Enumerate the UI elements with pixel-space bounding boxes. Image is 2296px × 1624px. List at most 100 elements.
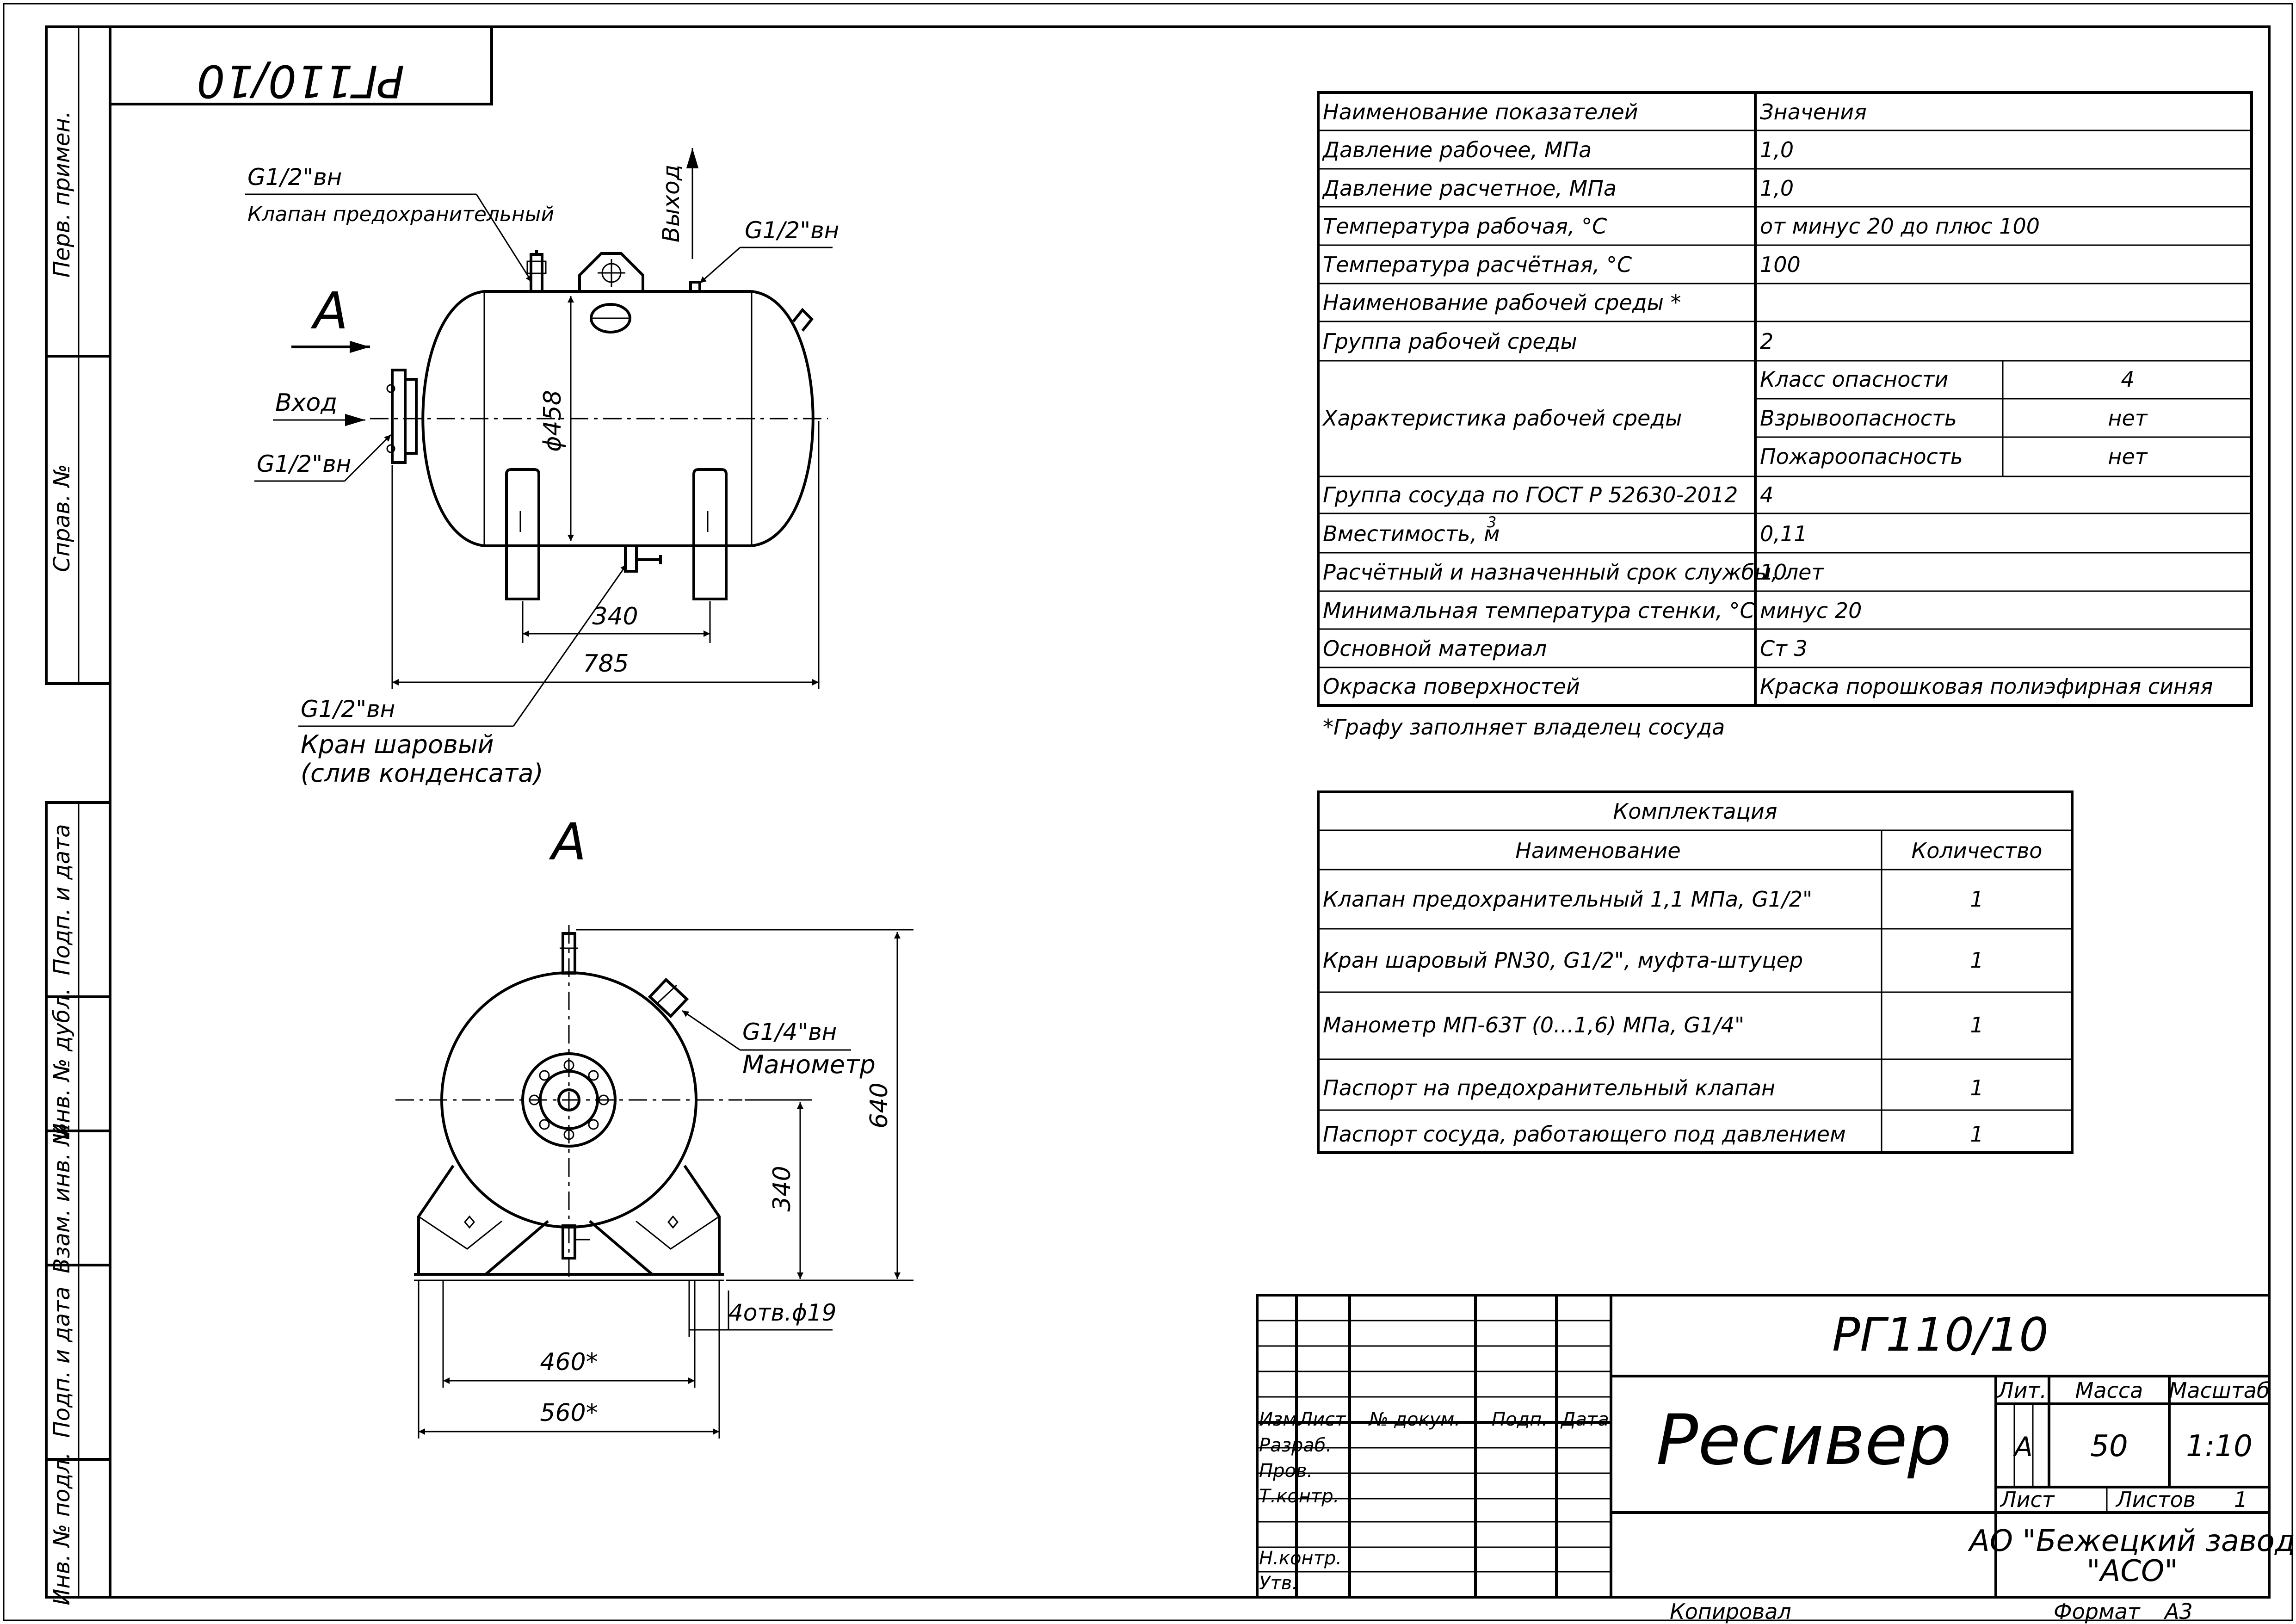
spec-row-name: Группа сосуда по ГОСТ Р 52630-2012 [1323,482,1738,507]
tb-role-prov: Пров. [1259,1460,1313,1482]
side-label-sprav-no: Справ. № [49,464,75,572]
spec-row-value: 1,0 [1760,137,1794,162]
tb-copied: Копировал [1670,1599,1791,1624]
tb-designation: РГ110/10 [1832,1308,2049,1362]
spec-row-value: минус 20 [1760,598,1862,623]
drain-thread: G1/2"вн [301,696,395,722]
spec-footnote: *Графу заполняет владелец сосуда [1323,715,1725,740]
drain-callout [298,564,628,727]
spec-row-value: Ст 3 [1760,636,1808,661]
spec-row-value: 4 [1760,482,1773,507]
spec-row-name: Основной материал [1323,636,1547,661]
spec-char-sub-value: нет [2108,444,2148,469]
vessel-shell [370,290,828,547]
inlet-label: Вход [275,389,337,417]
tb-lit-value: А [2012,1431,2033,1463]
kit-item-name: Паспорт на предохранительный клапан [1323,1075,1775,1100]
side-label-inv-podl: Инв. № подл. [49,1452,75,1605]
inlet-flange-front [521,1052,617,1148]
safety-valve-callout [245,193,533,283]
nameplate [590,303,631,333]
title-block: Изм. Лист № докум. Подп. Дата Разраб. Пр… [1256,1294,2295,1599]
side-column-labels: Перв. примен. Справ. № Подп. и дата Инв.… [49,111,75,1605]
base-width-label: 560* [540,1399,598,1427]
gauge-thread: G1/4"вн [742,1019,837,1045]
spec-row-name: Окраска поверхностей [1323,674,1580,699]
tb-mass-value: 50 [2090,1429,2128,1463]
axis-height-label: 340 [768,1166,796,1211]
gauge-nozzle-side [792,308,814,332]
corner-designation: РГ110/10 [197,55,404,107]
hole-spacing-dimension [442,1280,696,1388]
kit-col-name: Наименование [1515,838,1680,863]
holes-label: 4отв.ϕ19 [728,1299,837,1326]
tb-org-line2: "АСО" [2086,1554,2178,1588]
spec-row-name: Группа рабочей среды [1323,329,1577,354]
tb-col-list: Лист [1298,1409,1346,1430]
end-view: А [395,812,913,1439]
kit-item-qty: 1 [1970,1075,1983,1100]
axis-height-dimension [745,1099,812,1279]
spec-row-name: Температура рабочая, °С [1323,214,1607,239]
spec-row-name: Давление расчетное, МПа [1322,176,1617,201]
right-support [692,468,728,600]
spec-row-name: Давление рабочее, МПа [1322,137,1592,162]
spec-row-value: 10 [1760,560,1787,585]
side-view: ϕ458 340 785 G1/2"вн Клапан предохраните… [245,148,839,788]
tb-sheet-label: Лист [2000,1487,2055,1512]
left-support [505,468,540,600]
tb-role-utv: Утв. [1259,1573,1298,1594]
inlet-thread-callout [254,434,392,482]
kit-title: Комплектация [1613,799,1778,824]
tb-role-nkontr: Н.контр. [1259,1548,1342,1569]
spec-header-name: Наименование показателей [1323,99,1638,124]
tb-scale-value: 1:10 [2186,1429,2253,1463]
view-a-marker: А [310,281,348,340]
tb-col-doc: № докум. [1368,1409,1460,1430]
overall-length-dimension [391,421,820,689]
kit-item-qty: 1 [1970,948,1983,973]
drain-valve-front [562,1224,590,1260]
tb-col-izm: Изм. [1259,1409,1302,1430]
side-label-podp-data-2: Подп. и дата [49,1287,75,1438]
spec-row-value: 1,0 [1760,176,1794,201]
spec-row-value: Краска порошковая полиэфирная синяя [1760,674,2213,699]
tb-col-date: Дата [1560,1409,1609,1430]
drain-valve [624,544,662,573]
side-label-inv-dubl: Инв. № дубл. [49,988,75,1140]
gauge-callout [682,1010,851,1051]
outlet-nozzle [689,281,701,293]
outlet-thread-callout [699,247,833,284]
diameter-label: ϕ458 [539,390,567,452]
spec-row-value: 100 [1760,252,1801,277]
overall-length-label: 785 [583,650,629,678]
support-legs-front [414,1165,724,1281]
spec-row-value: от минус 20 до плюс 100 [1760,214,2040,239]
kit-col-qty: Количество [1912,838,2043,863]
spec-table: Наименование показателей Значения Давлен… [1317,91,2253,707]
tb-sheets-label: Листов [2115,1487,2196,1512]
outlet-label: Выход [658,165,685,243]
tb-format-label: Формат [2054,1599,2141,1624]
kit-table: Комплектация Наименование Количество Кла… [1317,790,2074,1154]
tb-role-razrab: Разраб. [1259,1435,1332,1456]
kit-item-name: Манометр МП-63Т (0...1,6) МПа, G1/4" [1323,1013,1744,1037]
spec-row-value: 0,11 [1760,521,1807,546]
tb-role-tkontr: Т.контр. [1259,1486,1339,1507]
lifting-lug [578,252,644,291]
support-spacing-label: 340 [592,603,638,630]
spec-row-name: Минимальная температура стенки, °С [1323,598,1755,623]
end-view-title: А [549,812,586,871]
height-dimension [576,929,913,1281]
kit-item-name: Кран шаровый PN30, G1/2", муфта-штуцер [1323,948,1803,973]
base-width-dimension [418,1280,720,1439]
spec-row-name: Наименование рабочей среды * [1323,290,1681,315]
kit-item-qty: 1 [1970,1122,1983,1147]
sheet-frame [3,3,2293,1621]
holes-callout [688,1280,833,1337]
tb-org-line1: АО "Бежецкий завод [1968,1524,2295,1558]
spec-row-name: Расчётный и назначенный срок службы, лет [1323,560,1824,585]
safety-valve [526,250,547,293]
tb-sheets-value: 1 [2234,1487,2247,1512]
height-label: 640 [865,1082,893,1128]
